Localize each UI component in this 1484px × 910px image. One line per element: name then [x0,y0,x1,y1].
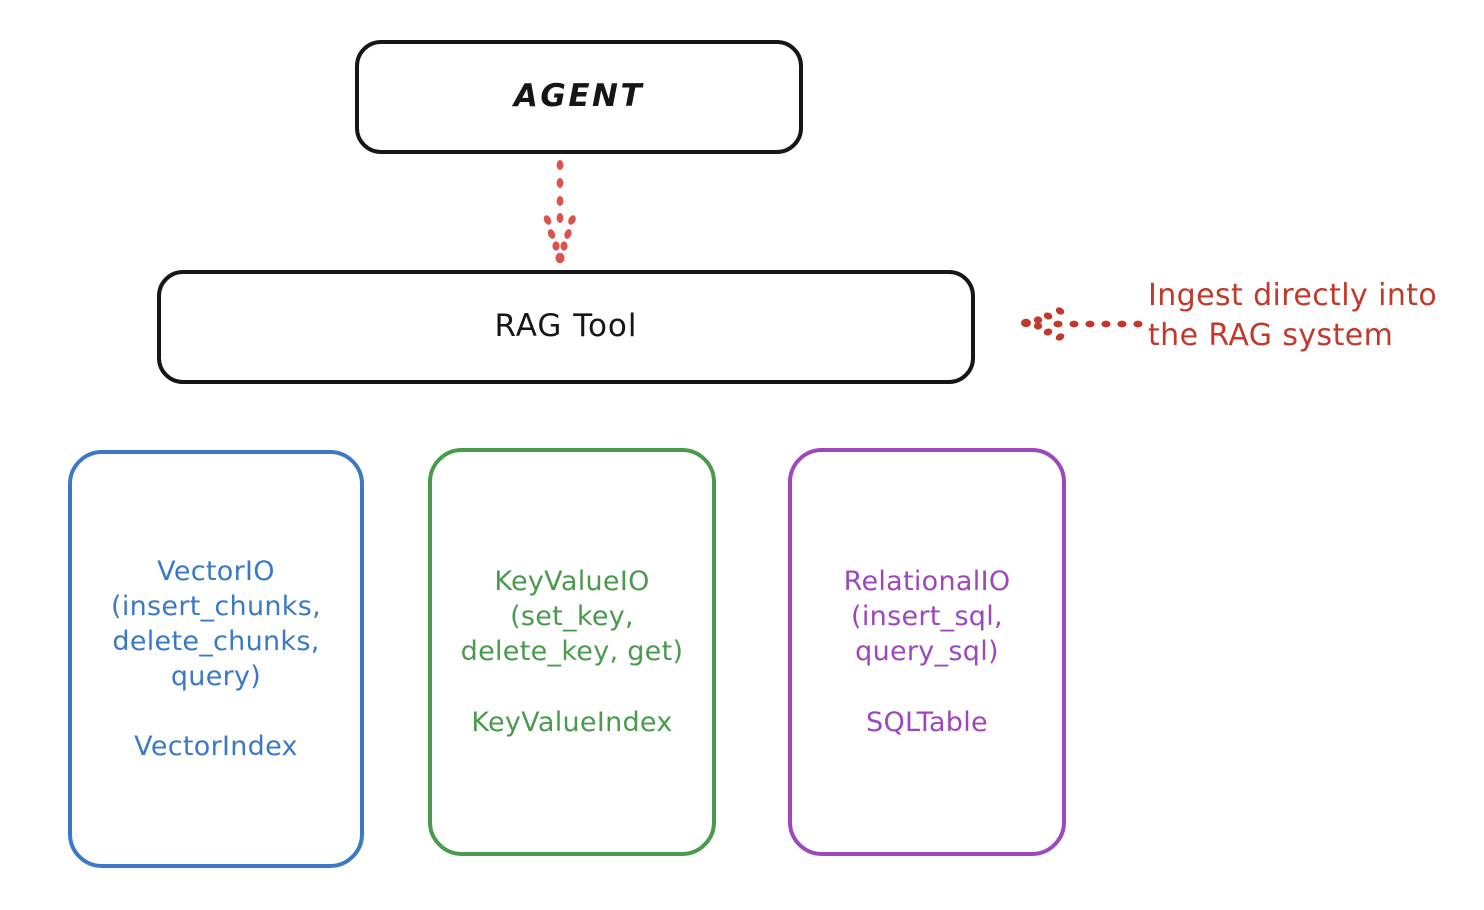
node-vector-io-label: VectorIO (insert_chunks, delete_chunks, … [111,555,321,763]
node-relational-io[interactable]: RelationalIO (insert_sql, query_sql) SQL… [788,448,1066,856]
node-vector-io[interactable]: VectorIO (insert_chunks, delete_chunks, … [68,450,364,868]
node-key-value-io[interactable]: KeyValueIO (set_key, delete_key, get) Ke… [428,448,716,856]
node-key-value-io-label: KeyValueIO (set_key, delete_key, get) Ke… [460,566,684,738]
node-agent[interactable]: AGENT [355,40,803,154]
node-relational-io-label: RelationalIO (insert_sql, query_sql) SQL… [843,566,1011,738]
edge-ingest-note-arrow [1021,307,1143,341]
node-rag-tool-label: RAG Tool [494,308,638,345]
node-agent-label: AGENT [513,78,645,115]
node-rag-tool[interactable]: RAG Tool [157,270,975,384]
annotation-ingest-note: Ingest directly into the RAG system [1148,278,1438,353]
edge-agent-to-rag-tool-arrow [543,160,576,264]
